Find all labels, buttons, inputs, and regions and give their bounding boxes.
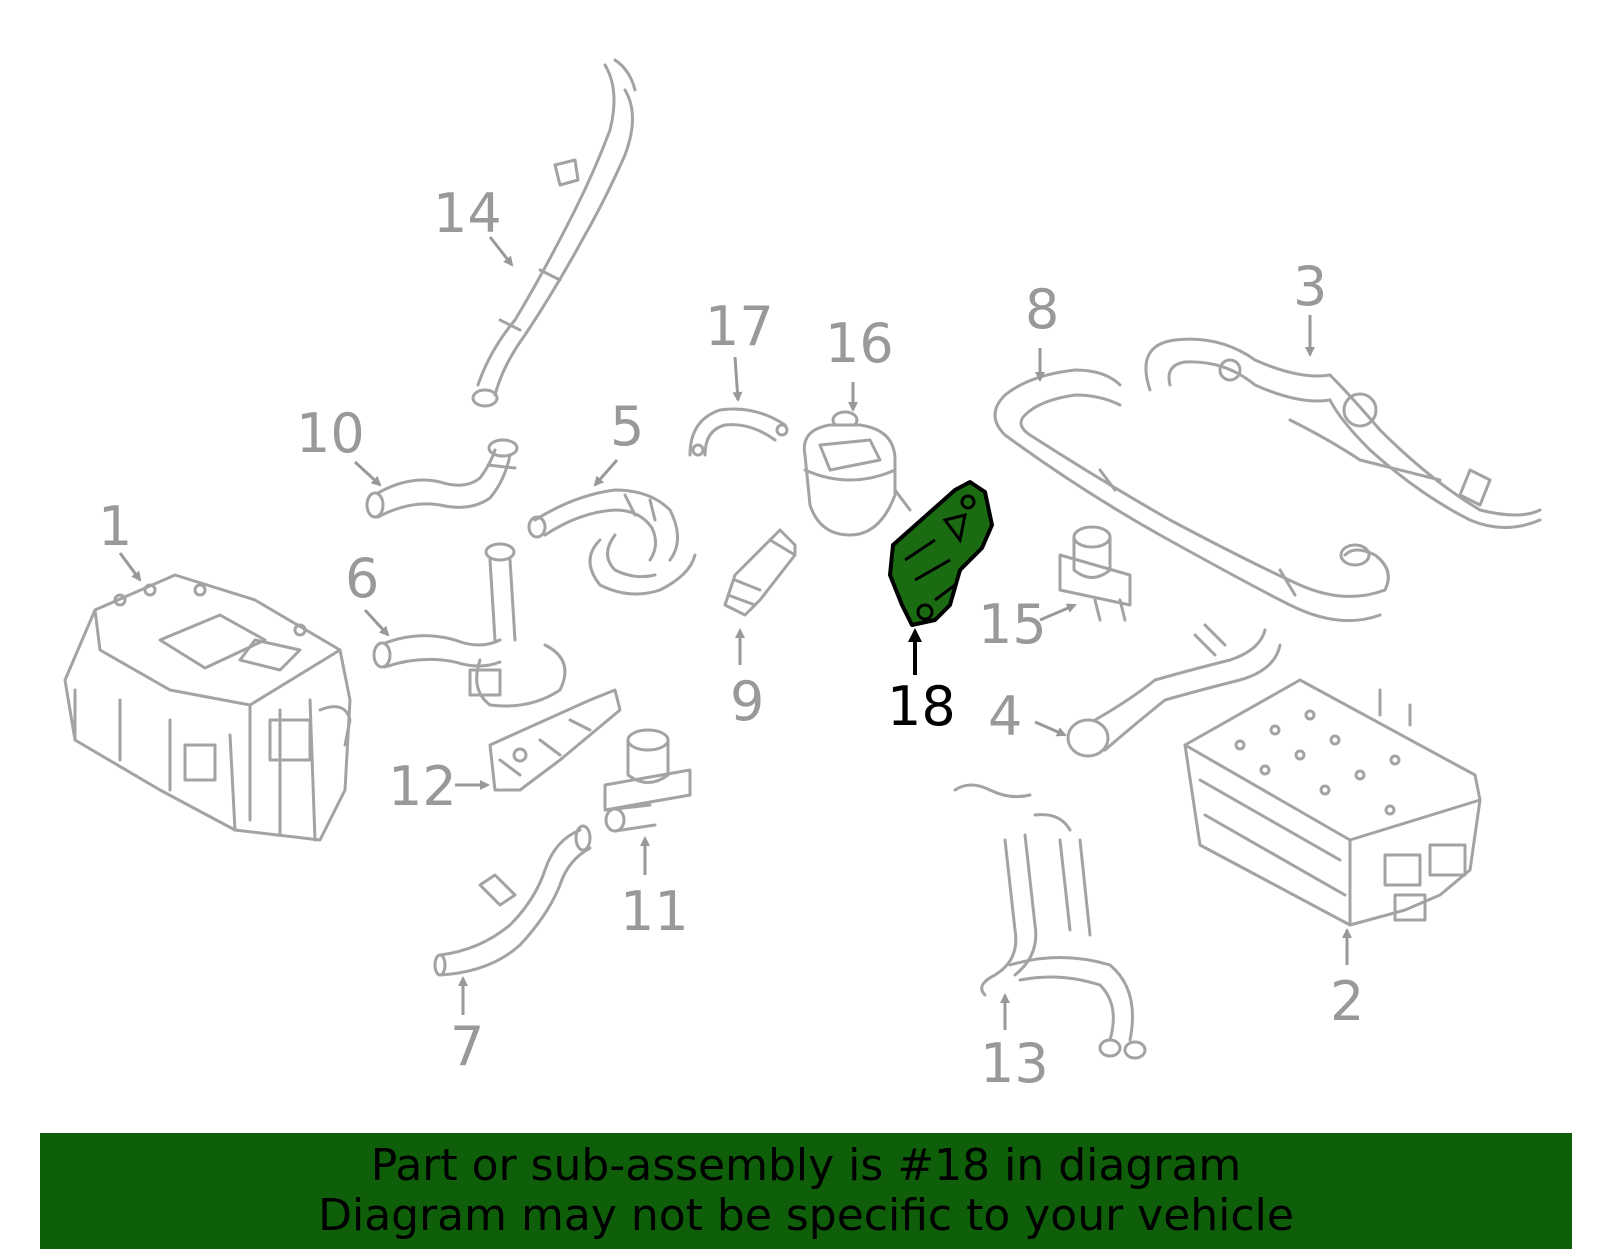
callout-2[interactable]: 2 [1330, 970, 1364, 1033]
part-9-sensor[interactable] [723, 528, 797, 617]
part-13-pipe-assembly[interactable] [953, 783, 1147, 1060]
callout-11[interactable]: 11 [620, 880, 689, 943]
callout-numbers: 1 2 3 4 5 6 7 8 9 10 11 12 13 14 15 16 1… [98, 182, 1364, 1095]
info-banner: Part or sub-assembly is #18 in diagram D… [40, 1133, 1572, 1249]
part-1-inverter[interactable] [63, 573, 352, 842]
callout-16[interactable]: 16 [825, 312, 894, 375]
part-3-hose-assembly[interactable] [1144, 337, 1542, 529]
callout-4[interactable]: 4 [988, 685, 1022, 748]
callout-15[interactable]: 15 [978, 593, 1047, 656]
banner-line-part: Part or sub-assembly is #18 in diagram [370, 1140, 1242, 1191]
banner-line-disclaimer: Diagram may not be specific to your vehi… [318, 1190, 1294, 1241]
callout-14[interactable]: 14 [433, 182, 502, 245]
part-18-bracket[interactable] [888, 480, 994, 627]
part-10-hose[interactable] [365, 438, 519, 519]
callout-18[interactable]: 18 [887, 675, 956, 738]
callout-6[interactable]: 6 [345, 547, 379, 610]
part-6-hose[interactable] [372, 542, 567, 708]
part-4-hose[interactable] [1066, 623, 1282, 758]
callout-1[interactable]: 1 [98, 495, 132, 558]
callout-7[interactable]: 7 [450, 1015, 484, 1078]
part-12-bracket[interactable] [488, 688, 622, 792]
callout-13[interactable]: 13 [980, 1032, 1049, 1095]
part-7-hose[interactable] [433, 824, 592, 977]
callout-12[interactable]: 12 [388, 755, 457, 818]
callout-9[interactable]: 9 [730, 670, 764, 733]
callout-17[interactable]: 17 [705, 295, 774, 358]
part-17-bracket[interactable] [688, 407, 789, 457]
part-16-water-pump[interactable] [802, 410, 912, 537]
part-14-pipe[interactable] [471, 58, 637, 408]
part-15-valve[interactable] [1058, 525, 1132, 622]
part-11-valve[interactable] [603, 728, 692, 833]
callout-3[interactable]: 3 [1293, 255, 1327, 318]
callout-5[interactable]: 5 [610, 395, 644, 458]
callout-10[interactable]: 10 [296, 402, 365, 465]
part-5-hose[interactable] [527, 488, 697, 596]
leader-lines [118, 236, 1352, 1030]
callout-8[interactable]: 8 [1025, 278, 1059, 341]
part-2-charger[interactable] [1183, 678, 1482, 927]
part-8-hose[interactable] [993, 368, 1390, 623]
